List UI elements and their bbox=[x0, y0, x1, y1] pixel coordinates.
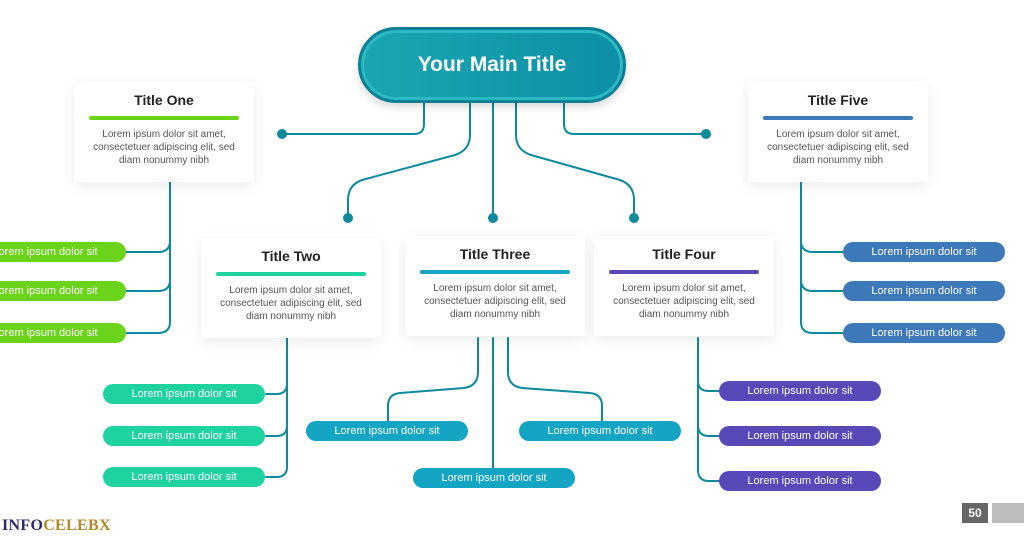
pill-two-item-1: Lorem ipsum dolor sit bbox=[103, 384, 265, 404]
pill-one-item-2: Lorem ipsum dolor sit bbox=[0, 281, 126, 301]
page-number: 50 bbox=[962, 503, 988, 523]
pill-two-item-2: Lorem ipsum dolor sit bbox=[103, 426, 265, 446]
card-body: Lorem ipsum dolor sit amet, consectetuer… bbox=[613, 283, 755, 320]
card-body: Lorem ipsum dolor sit amet, consectetuer… bbox=[767, 129, 909, 166]
connector-main-to-two bbox=[347, 102, 471, 219]
card-title-four: Title Four Lorem ipsum dolor sit amet, c… bbox=[594, 236, 774, 336]
pill-three-item-1: Lorem ipsum dolor sit bbox=[306, 421, 468, 441]
card-title-five: Title Five Lorem ipsum dolor sit amet, c… bbox=[748, 82, 928, 182]
pill-four-item-3: Lorem ipsum dolor sit bbox=[719, 471, 881, 491]
connector-dot bbox=[488, 213, 498, 223]
watermark-logo: INFOCELEBX bbox=[2, 517, 111, 535]
pill-four-item-2: Lorem ipsum dolor sit bbox=[719, 426, 881, 446]
card-accent-bar bbox=[763, 116, 913, 120]
card-accent-bar bbox=[420, 270, 570, 274]
connector-four-items bbox=[697, 337, 720, 482]
card-body: Lorem ipsum dolor sit amet, consectetuer… bbox=[220, 285, 362, 322]
pill-one-item-1: Lorem ipsum dolor sit bbox=[0, 242, 126, 262]
connector-five-items bbox=[800, 181, 844, 334]
connector-two-items bbox=[265, 337, 288, 478]
card-title-one: Title One Lorem ipsum dolor sit amet, co… bbox=[74, 82, 254, 182]
watermark-part1: INFO bbox=[2, 517, 44, 534]
page-number-strip bbox=[992, 503, 1024, 523]
card-body: Lorem ipsum dolor sit amet, consectetuer… bbox=[424, 283, 566, 320]
pill-one-item-3: Lorem ipsum dolor sit bbox=[0, 323, 126, 343]
card-title-two: Title Two Lorem ipsum dolor sit amet, co… bbox=[201, 238, 381, 338]
pill-four-item-1: Lorem ipsum dolor sit bbox=[719, 381, 881, 401]
connector-dot bbox=[629, 213, 639, 223]
card-title: Title Three bbox=[459, 246, 531, 262]
connector-three-items bbox=[387, 337, 603, 469]
pill-three-item-3: Lorem ipsum dolor sit bbox=[413, 468, 575, 488]
pill-three-item-2: Lorem ipsum dolor sit bbox=[519, 421, 681, 441]
watermark-part2: CELEBX bbox=[43, 517, 111, 534]
card-accent-bar bbox=[216, 272, 366, 276]
connector-main-to-four bbox=[515, 102, 635, 219]
pill-two-item-3: Lorem ipsum dolor sit bbox=[103, 467, 265, 487]
card-title-three: Title Three Lorem ipsum dolor sit amet, … bbox=[405, 236, 585, 336]
pill-five-item-1: Lorem ipsum dolor sit bbox=[843, 242, 1005, 262]
main-title-text: Your Main Title bbox=[417, 53, 567, 76]
connector-main-to-five bbox=[563, 102, 707, 135]
connector-main-to-one bbox=[281, 102, 425, 135]
card-accent-bar bbox=[89, 116, 239, 120]
card-title: Title Four bbox=[652, 246, 716, 262]
pill-five-item-3: Lorem ipsum dolor sit bbox=[843, 323, 1005, 343]
connector-dot bbox=[343, 213, 353, 223]
card-title: Title One bbox=[134, 92, 194, 108]
card-title: Title Five bbox=[807, 92, 869, 108]
connector-dot bbox=[701, 129, 711, 139]
card-body: Lorem ipsum dolor sit amet, consectetuer… bbox=[93, 129, 235, 166]
main-title: Your Main Title bbox=[358, 27, 626, 103]
card-title: Title Two bbox=[261, 248, 321, 264]
connector-dot bbox=[277, 129, 287, 139]
connector-one-items bbox=[125, 181, 171, 334]
card-accent-bar bbox=[609, 270, 759, 274]
pill-five-item-2: Lorem ipsum dolor sit bbox=[843, 281, 1005, 301]
